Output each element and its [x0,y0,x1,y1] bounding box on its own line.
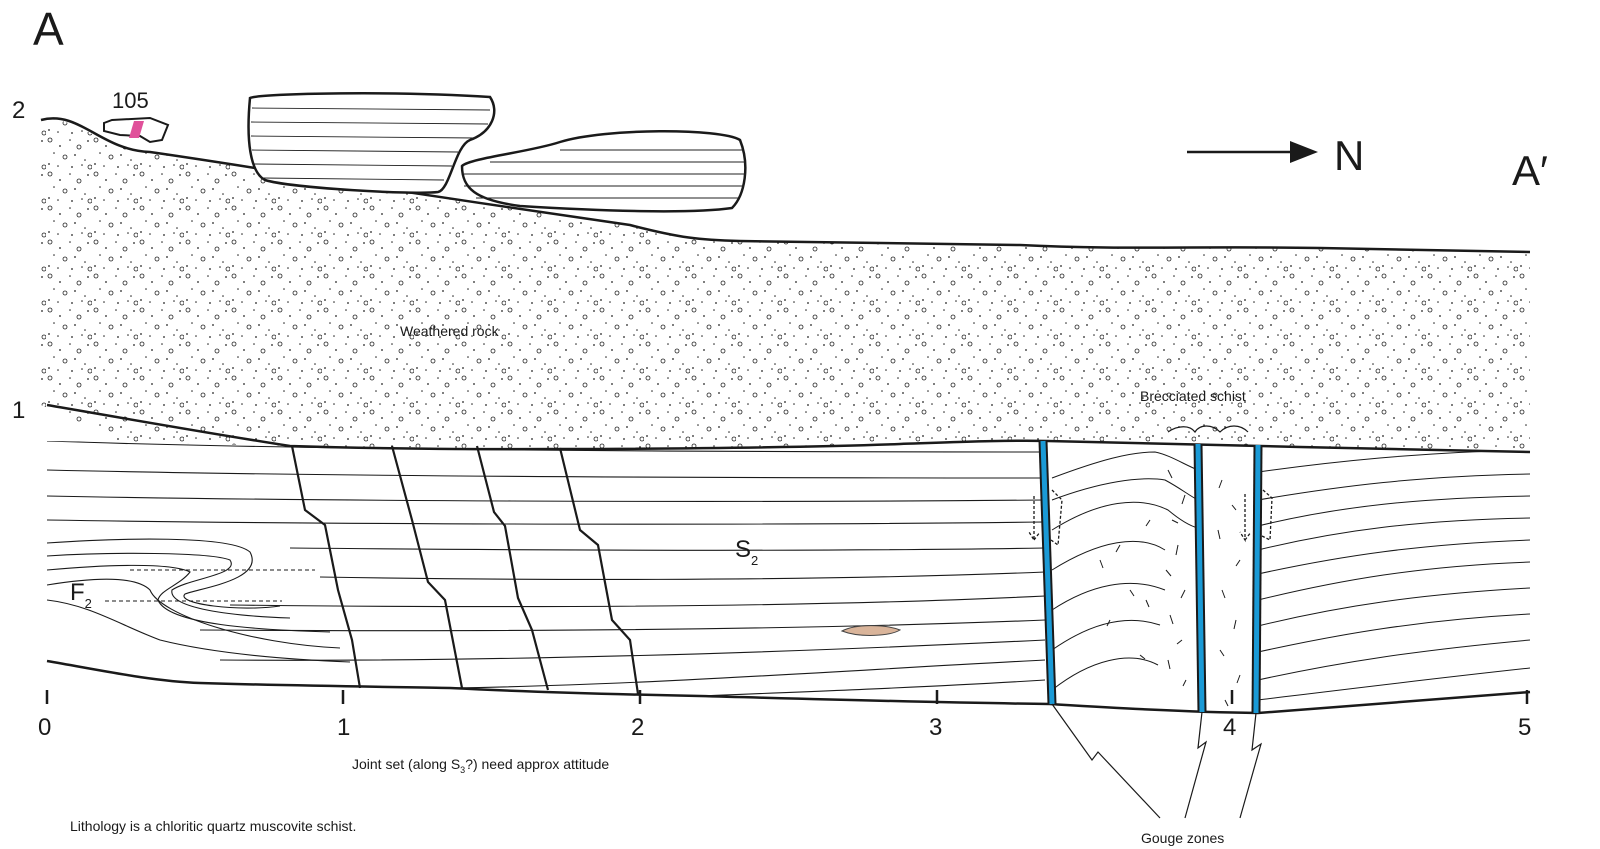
breccia-fragments [1100,470,1240,706]
gouge-zones [1043,441,1258,713]
section-end-label: A′ [1512,147,1548,194]
sample-mark [129,121,144,138]
brecciated-foliation [1052,452,1198,690]
brecciated-right-foliation [1258,450,1530,700]
scale-label-3: 3 [929,714,942,741]
s2-label: S2 [735,536,758,568]
scale-label-1: 1 [337,714,350,741]
shear-sense-arrows [1029,490,1272,545]
boulder-lower [462,131,745,211]
gouge-zones-label: Gouge zones [1141,830,1224,846]
section-start-label: A [33,3,64,55]
scale-label-0: 0 [38,714,51,741]
joint-3 [477,446,548,690]
joint-set-note: Joint set (along S3?) need approx attitu… [352,756,609,775]
section-base-line [47,661,1530,713]
scale-label-2: 2 [631,714,644,741]
scale-label-5: 5 [1518,714,1531,741]
north-arrow-label: N [1334,132,1364,179]
joint-2 [392,446,462,688]
brecciated-schist-label: Brecciated schist [1140,388,1246,404]
s2-foliation-lines [47,441,1045,696]
scale-label-4: 4 [1223,714,1236,741]
lens-inclusion [842,626,900,636]
schist-layer [47,441,1530,706]
joint-1 [292,446,360,688]
weathered-rock-label: Weathered rock [400,323,500,339]
elevation-label-1: 1 [12,397,25,424]
f2-label: F2 [70,579,92,611]
lithology-note: Lithology is a chloritic quartz muscovit… [70,818,356,834]
boulder-label: 105 [112,88,149,113]
elevation-label-2: 2 [12,97,25,124]
fold-axial-traces [105,570,315,601]
north-arrow [1187,141,1318,163]
